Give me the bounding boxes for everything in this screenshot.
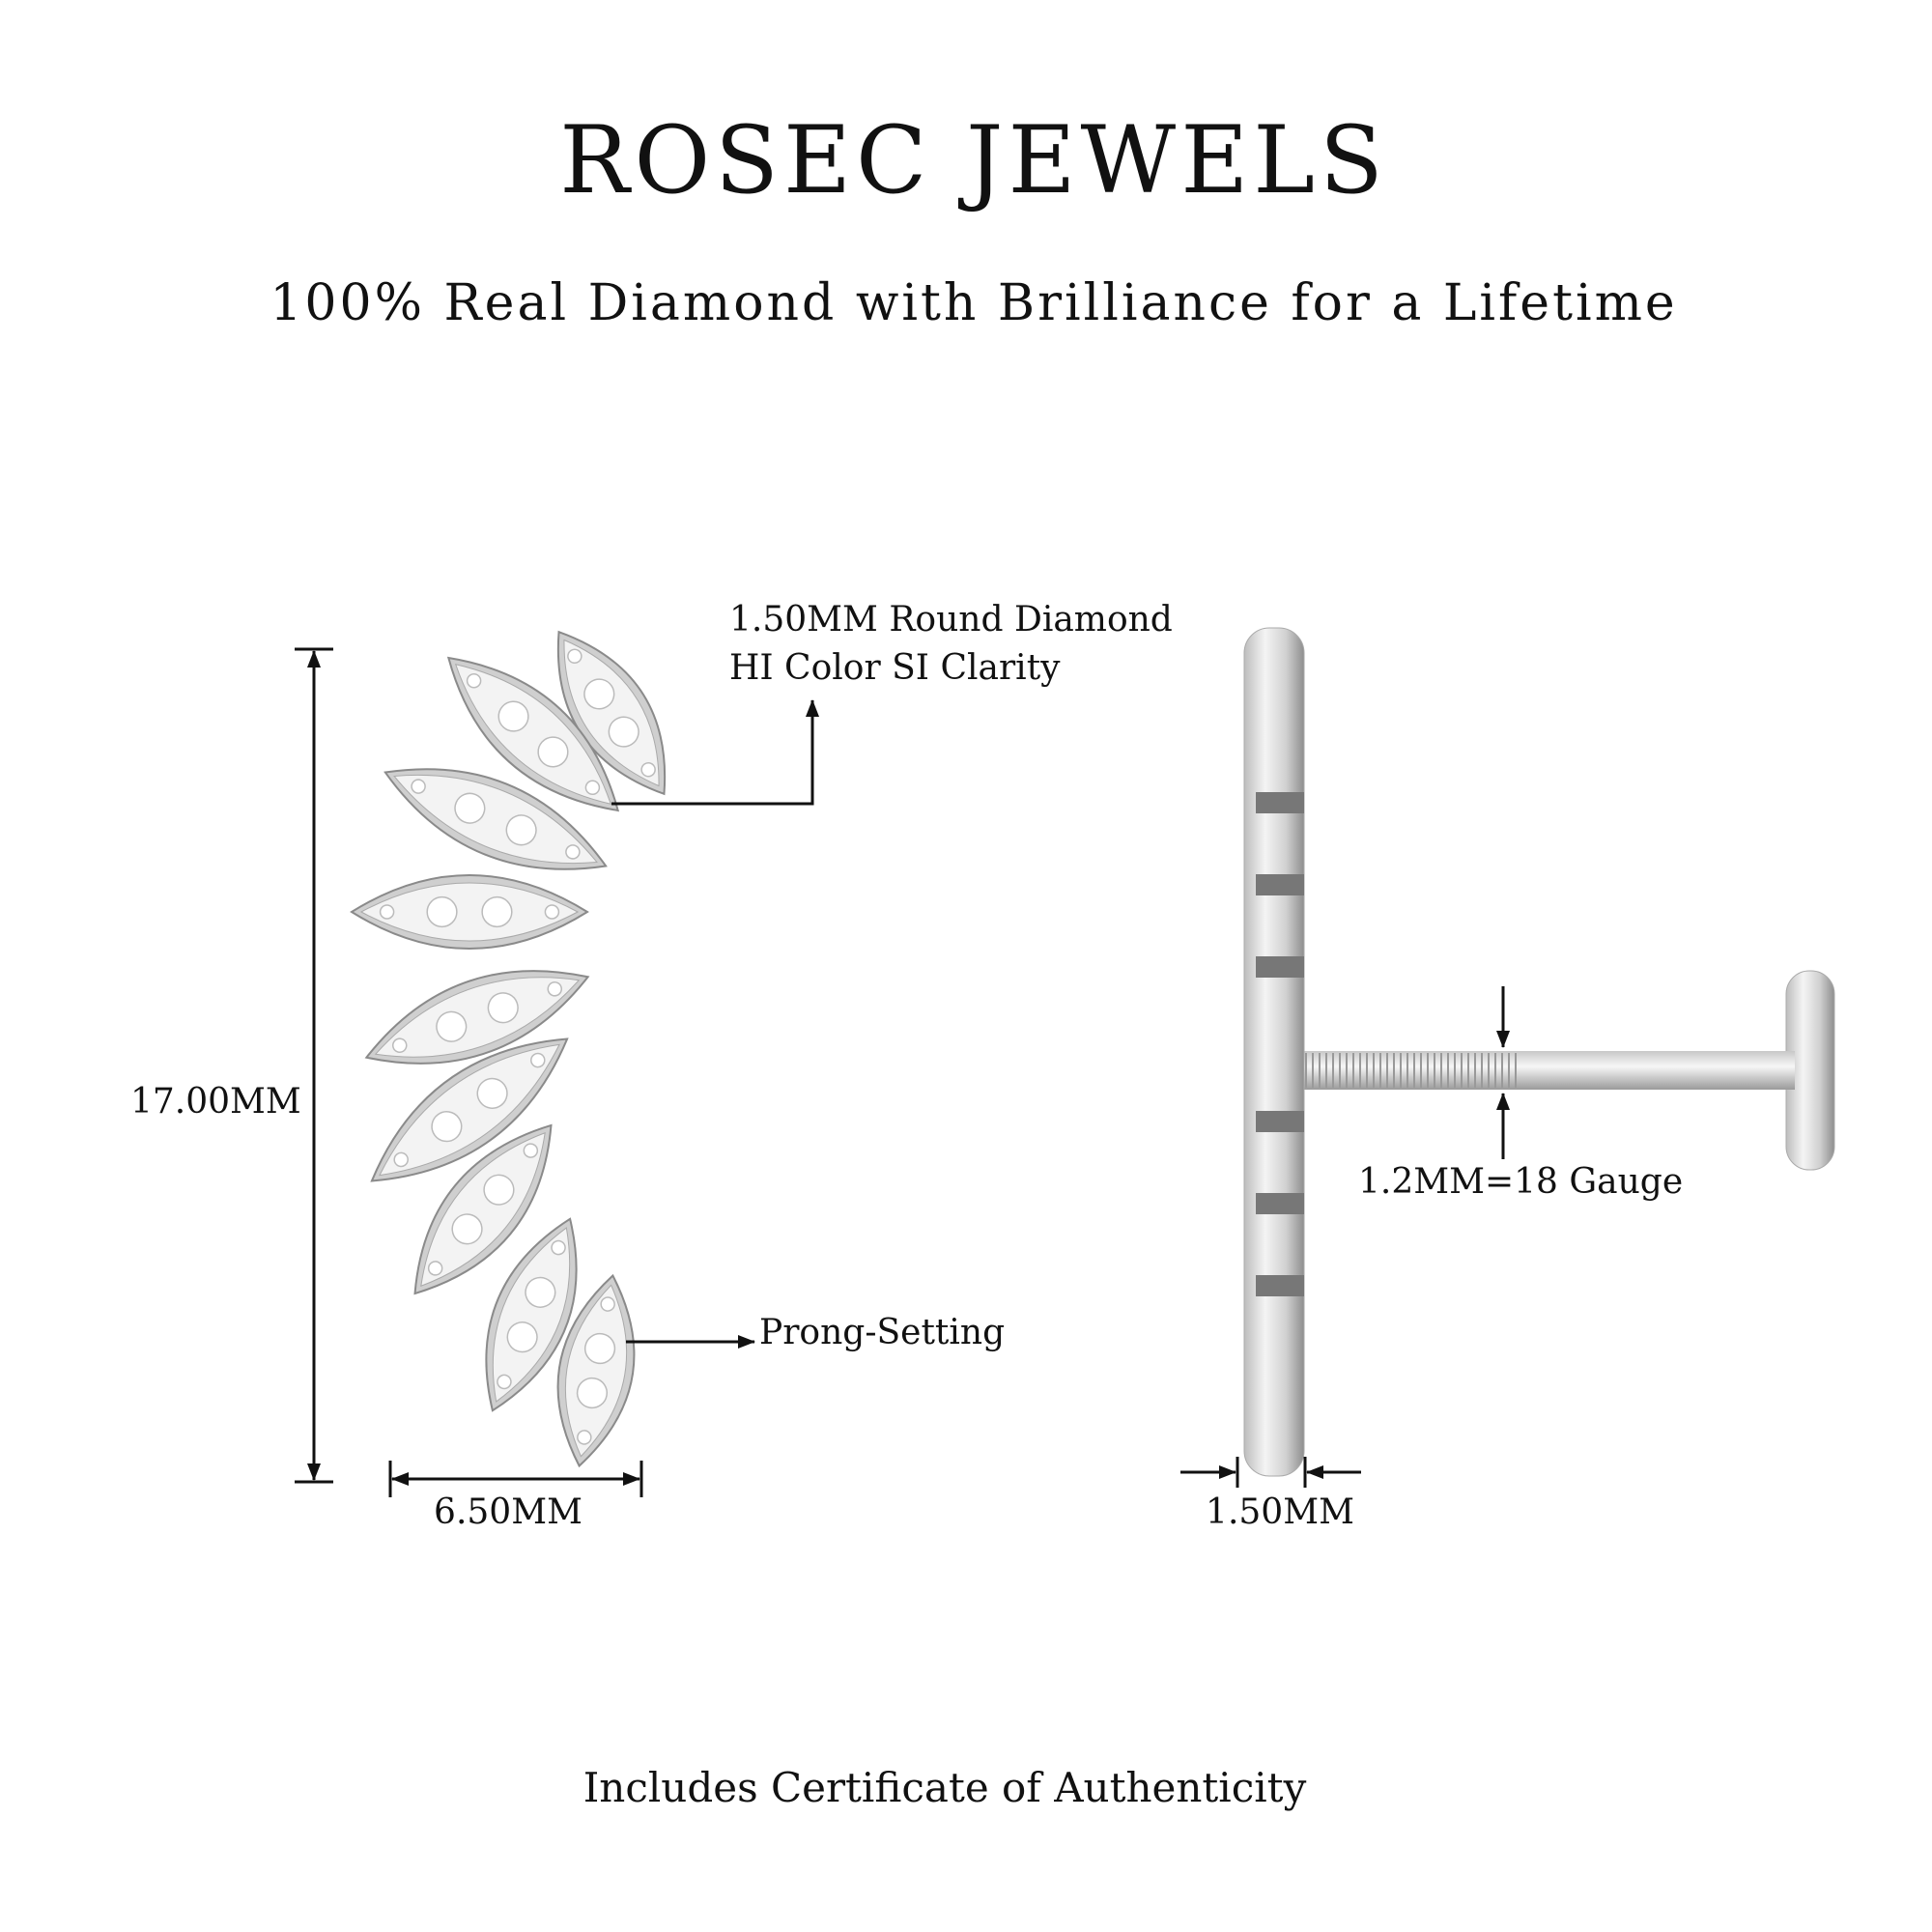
diamond-stone <box>608 716 639 748</box>
diamond-stone <box>497 1374 512 1390</box>
earring-front-view <box>350 630 667 1468</box>
height-label: 17.00MM <box>130 1082 301 1122</box>
diamond-stone <box>487 992 519 1024</box>
diamond-stone <box>544 904 560 920</box>
diamond-stone <box>476 1077 508 1109</box>
tagline: 100% Real Diamond with Brilliance for a … <box>270 274 1678 332</box>
earring-side-view <box>1243 627 1835 1477</box>
diamond-stone <box>583 1332 616 1365</box>
diamond-stone <box>577 1430 592 1445</box>
diamond-stone <box>530 1052 546 1068</box>
diamond-stone <box>576 1377 609 1409</box>
diamond-stone <box>379 904 395 920</box>
diamond-stone <box>481 895 513 928</box>
diamond-stone <box>640 761 656 778</box>
marquise-leaf <box>446 656 620 812</box>
marquise-leaf <box>485 1217 578 1412</box>
diamond-stone <box>505 814 537 846</box>
thickness-dimension <box>1180 1457 1361 1488</box>
diamond-stone <box>436 1010 468 1042</box>
diamond-stone <box>565 844 581 860</box>
diamond-stone <box>451 1213 483 1245</box>
width-label: 6.50MM <box>434 1492 582 1532</box>
marquise-leaf <box>384 768 608 870</box>
diamond-stone <box>454 792 486 824</box>
stone-callout-line <box>611 699 819 806</box>
marquise-leaf <box>556 1273 636 1468</box>
diamond-stone <box>584 780 601 796</box>
stone-callout-line1: 1.50MM Round Diamond <box>729 600 1173 639</box>
diamond-stone <box>523 1143 539 1158</box>
marquise-leaf <box>413 1123 553 1295</box>
diamond-stone <box>393 1151 409 1168</box>
diamond-stone <box>567 648 582 665</box>
diamond-stone <box>547 981 562 997</box>
brand-title: ROSEC JEWELS <box>559 106 1388 214</box>
diamond-stone <box>506 1321 538 1353</box>
diamond-stone <box>551 1239 566 1256</box>
certificate-note: Includes Certificate of Authenticity <box>582 1764 1307 1811</box>
diamond-stone <box>427 1261 443 1276</box>
stone-callout-line2: HI Color SI Clarity <box>729 648 1061 688</box>
diamond-stone <box>600 1296 615 1312</box>
diamond-stone <box>483 1174 515 1206</box>
gauge-label: 1.2MM=18 Gauge <box>1358 1162 1684 1202</box>
marquise-leaf <box>370 1037 569 1182</box>
diamond-stone <box>583 678 615 710</box>
diamond-stone <box>537 736 569 768</box>
width-dimension <box>388 1461 643 1497</box>
diamond-stone <box>392 1037 408 1053</box>
diamond-stone <box>525 1276 556 1308</box>
diamond-stone <box>497 700 529 732</box>
diamond-stone <box>426 895 458 928</box>
setting-callout: Prong-Setting <box>759 1313 1006 1352</box>
height-dimension <box>295 647 333 1484</box>
marquise-leaf <box>350 874 589 950</box>
marquise-leaf <box>364 970 590 1065</box>
marquise-leaf <box>556 630 667 796</box>
diamond-stone <box>411 779 426 794</box>
thickness-label: 1.50MM <box>1206 1492 1354 1532</box>
diamond-stone <box>431 1111 463 1143</box>
diamond-stone <box>466 672 482 689</box>
